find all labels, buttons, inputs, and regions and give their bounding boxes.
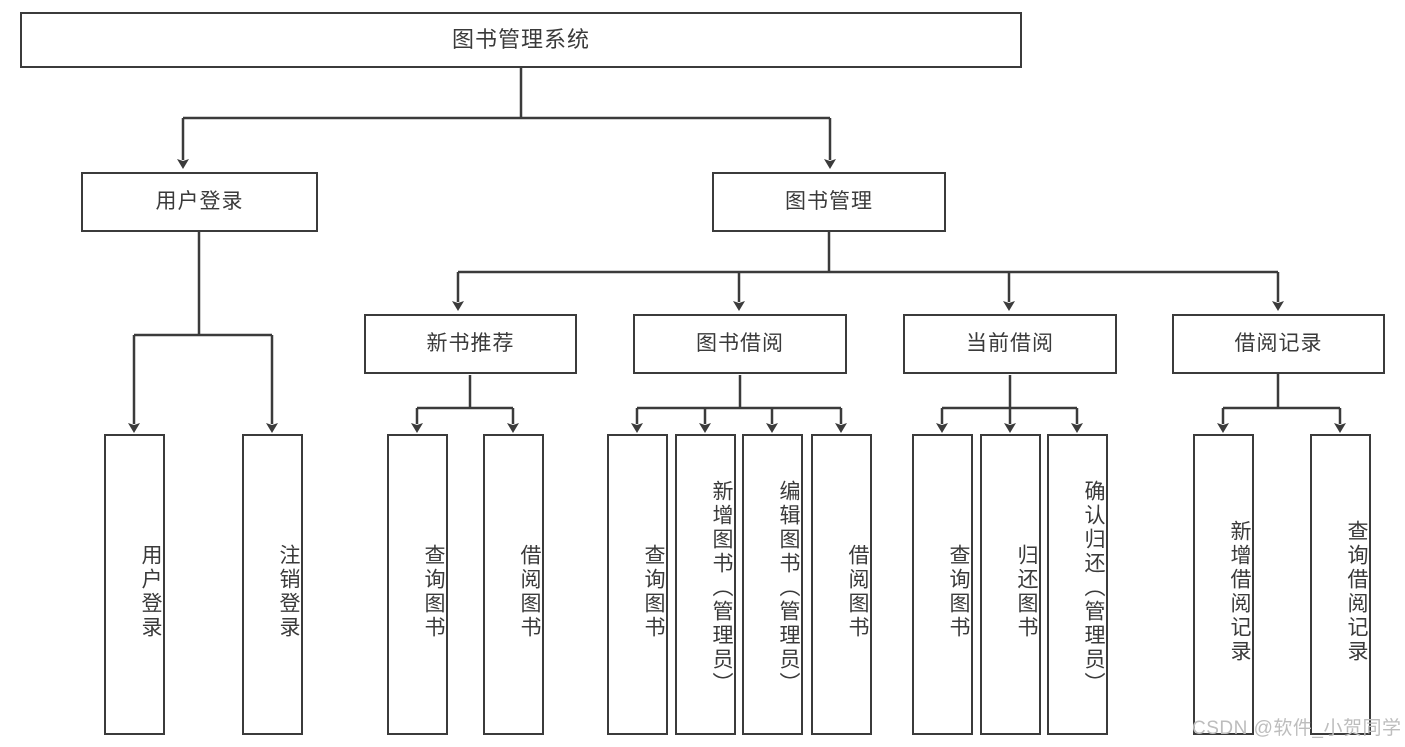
leaf-return-books[interactable]: 归还图书 — [980, 434, 1041, 735]
leaf-borrow-books-recommend[interactable]: 借阅图书 — [483, 434, 544, 735]
node-borrow-records[interactable]: 借阅记录 — [1172, 314, 1385, 374]
leaf-add-borrow-record[interactable]: 新增借阅记录 — [1193, 434, 1254, 735]
leaf-logout[interactable]: 注销登录 — [242, 434, 303, 735]
leaf-edit-book-admin[interactable]: 编辑图书（管理员） — [742, 434, 803, 735]
node-new-book-recommendation[interactable]: 新书推荐 — [364, 314, 577, 374]
watermark-text: CSDN @软件_小贺同学 — [1192, 718, 1402, 739]
leaf-query-books-borrow[interactable]: 查询图书 — [607, 434, 668, 735]
node-root-system[interactable]: 图书管理系统 — [20, 12, 1022, 68]
node-book-management[interactable]: 图书管理 — [712, 172, 946, 232]
leaf-borrow-books[interactable]: 借阅图书 — [811, 434, 872, 735]
leaf-query-books-recommend[interactable]: 查询图书 — [387, 434, 448, 735]
leaf-query-books-current[interactable]: 查询图书 — [912, 434, 973, 735]
node-current-borrowing[interactable]: 当前借阅 — [903, 314, 1117, 374]
node-user-login[interactable]: 用户登录 — [81, 172, 318, 232]
leaf-query-borrow-record[interactable]: 查询借阅记录 — [1310, 434, 1371, 735]
leaf-add-book-admin[interactable]: 新增图书（管理员） — [675, 434, 736, 735]
node-book-borrowing[interactable]: 图书借阅 — [633, 314, 847, 374]
leaf-confirm-return-admin[interactable]: 确认归还（管理员） — [1047, 434, 1108, 735]
leaf-user-login[interactable]: 用户登录 — [104, 434, 165, 735]
